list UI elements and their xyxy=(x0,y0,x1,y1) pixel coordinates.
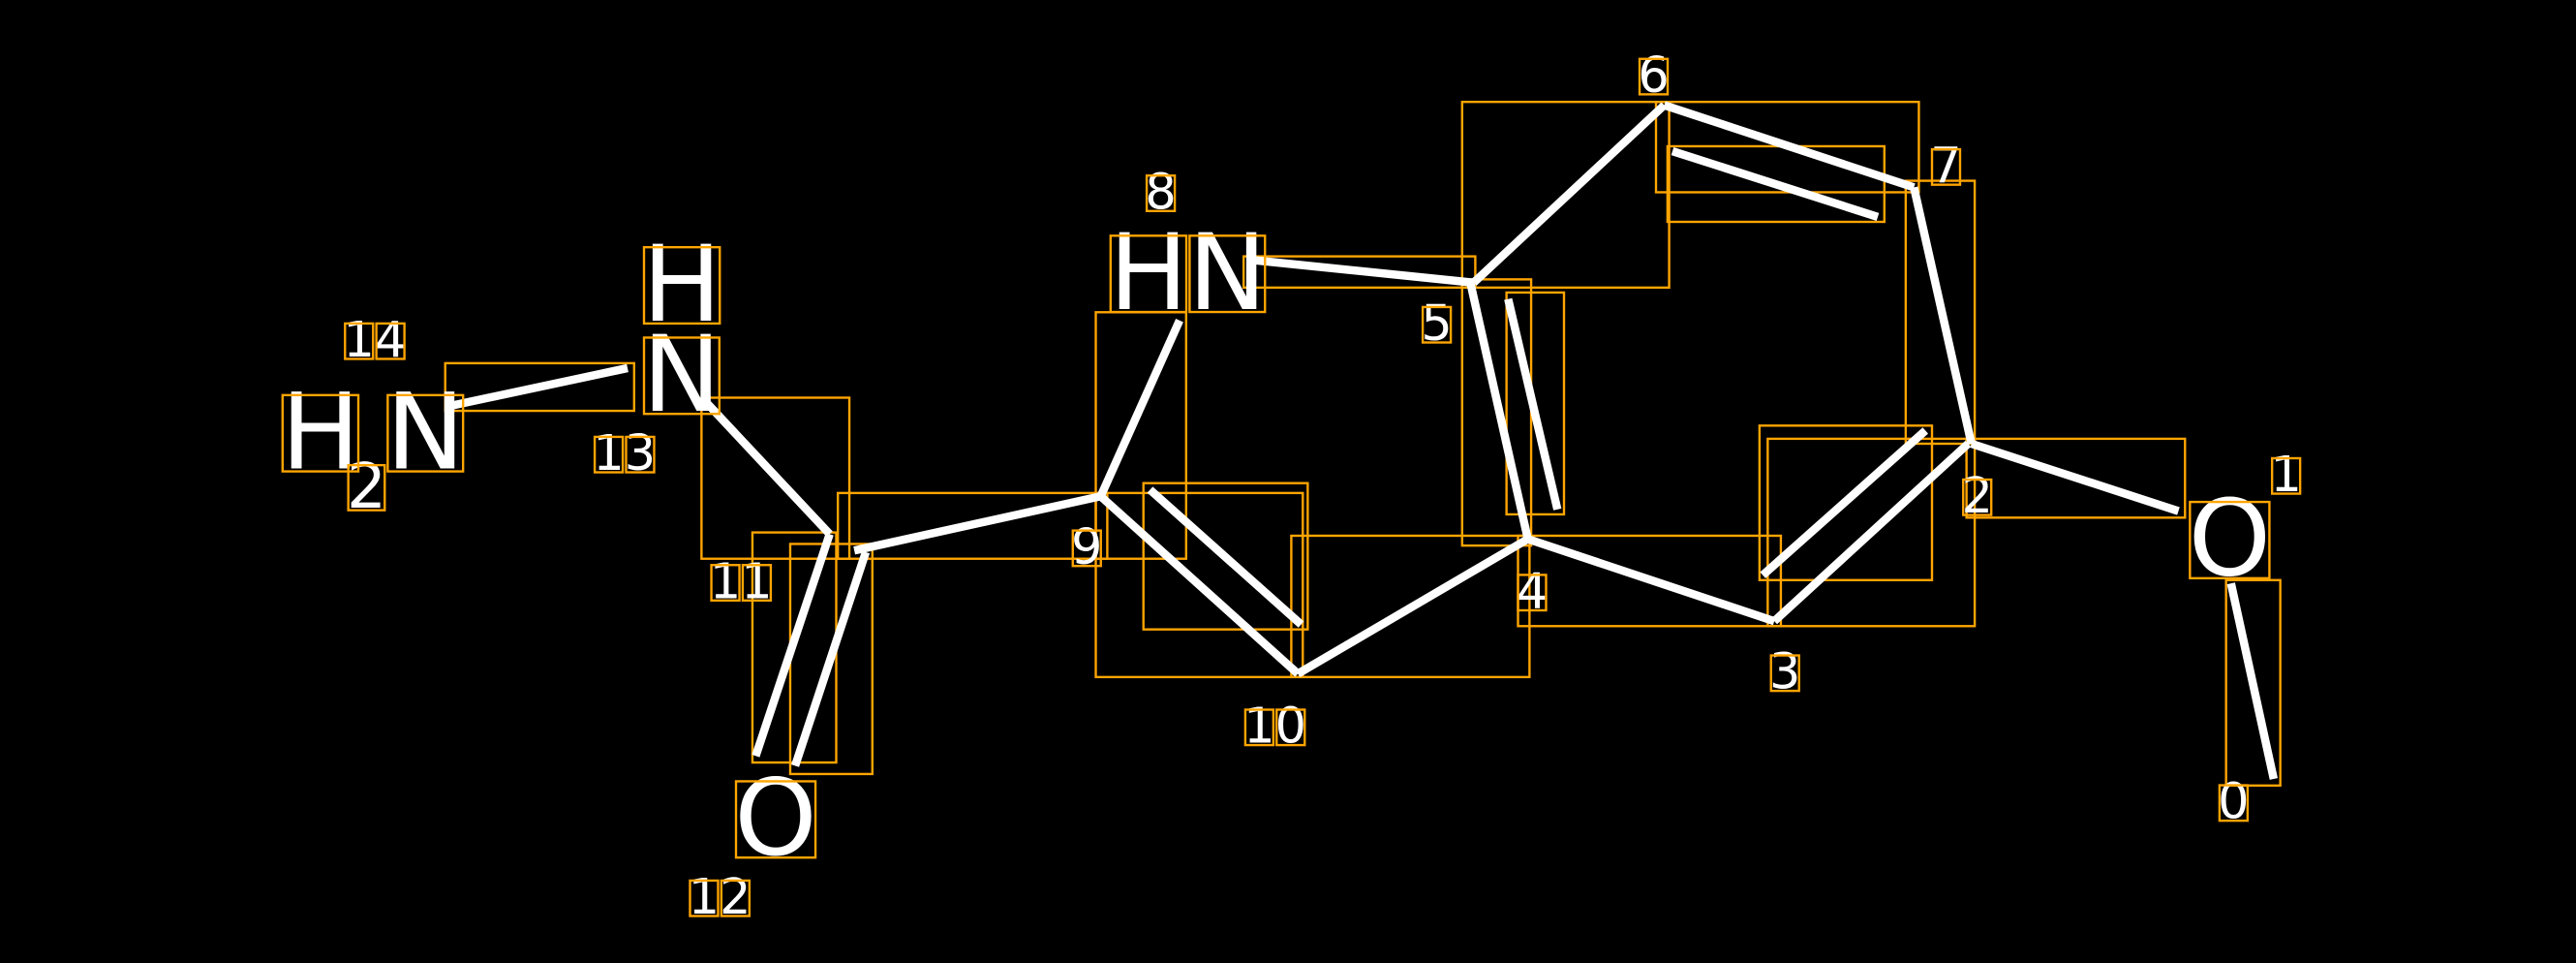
char-box xyxy=(1517,574,1548,612)
index-0: 0 xyxy=(2218,774,2249,831)
index-10: 10 xyxy=(1243,699,1306,756)
bond-0-1 xyxy=(2226,582,2279,780)
bond-10-9 xyxy=(1097,493,1302,677)
atom-12-o: O xyxy=(734,757,816,880)
bond-2-7 xyxy=(1910,186,1976,445)
index-3: 3 xyxy=(1769,644,1800,701)
char-box xyxy=(625,435,656,474)
index-6: 6 xyxy=(1638,47,1669,105)
char-box xyxy=(1769,654,1800,693)
char-box xyxy=(642,245,721,326)
char-box xyxy=(593,435,625,474)
atom-13-n: N xyxy=(642,313,721,436)
index-4: 4 xyxy=(1517,564,1548,621)
atom-14-n: N xyxy=(386,370,465,493)
index-8: 8 xyxy=(1145,164,1176,221)
atom-8-hn: HN xyxy=(1109,211,1267,334)
index-7: 7 xyxy=(1930,138,1961,195)
bond-9-11 xyxy=(853,492,1102,555)
char-box xyxy=(347,463,386,512)
char-box xyxy=(1930,147,1962,186)
char-box xyxy=(741,564,773,603)
char-box xyxy=(720,879,751,917)
bond-boxes xyxy=(444,100,2282,787)
bond-9-8 xyxy=(1096,319,1183,499)
char-box xyxy=(375,322,406,360)
atom-labels: H 2 N H N HN O O xyxy=(281,211,2271,880)
atom-14-subscript: 2 xyxy=(347,450,386,523)
index-9: 9 xyxy=(1071,519,1102,576)
char-box xyxy=(1962,478,1993,516)
index-5: 5 xyxy=(1421,295,1452,353)
char-box xyxy=(344,322,375,360)
char-box xyxy=(1275,708,1306,747)
bond-5-8 xyxy=(1247,255,1475,287)
bond-10-9-inner xyxy=(1147,486,1304,628)
bond-5-4 xyxy=(1466,281,1532,541)
bond-11-12 xyxy=(751,532,834,758)
bond-11-12-inner xyxy=(791,550,871,767)
bond-7-6-inner xyxy=(1671,147,1880,221)
char-box xyxy=(1243,708,1275,747)
char-box xyxy=(2270,456,2302,495)
char-box xyxy=(1109,234,1188,314)
index-1: 1 xyxy=(2270,447,2301,504)
char-box xyxy=(281,393,360,473)
char-box xyxy=(1188,234,1267,314)
atom-1-o: O xyxy=(2189,478,2271,601)
index-11: 11 xyxy=(710,553,773,610)
atom-13-h: H xyxy=(642,223,721,346)
bonds xyxy=(448,101,2279,780)
index-2: 2 xyxy=(1962,468,1993,525)
char-box xyxy=(1145,174,1177,212)
bond-4-10 xyxy=(1296,535,1530,678)
bond-11-13 xyxy=(703,399,833,538)
bond-1-2 xyxy=(1970,439,2180,515)
char-box xyxy=(386,393,465,473)
index-14: 14 xyxy=(344,312,407,369)
bond-13-14 xyxy=(448,363,629,411)
index-12: 12 xyxy=(689,869,751,926)
bond-6-5 xyxy=(1470,102,1668,286)
char-box xyxy=(642,336,721,416)
index-13: 13 xyxy=(593,425,656,482)
bond-7-6 xyxy=(1663,101,1916,192)
char-box xyxy=(689,879,720,917)
char-box xyxy=(734,780,817,859)
char-box xyxy=(1071,529,1102,568)
char-box xyxy=(2218,784,2250,823)
atom-14-h: H xyxy=(281,370,360,493)
char-box xyxy=(1421,305,1453,344)
bond-4-3 xyxy=(1526,535,1776,626)
char-box xyxy=(1638,57,1670,96)
bond-3-2 xyxy=(1771,440,1972,625)
bond-3-2-inner xyxy=(1760,427,1929,578)
bond-5-4-inner xyxy=(1504,297,1562,511)
char-box xyxy=(710,564,741,603)
char-box xyxy=(2189,500,2271,580)
character-boxes xyxy=(281,57,2302,917)
